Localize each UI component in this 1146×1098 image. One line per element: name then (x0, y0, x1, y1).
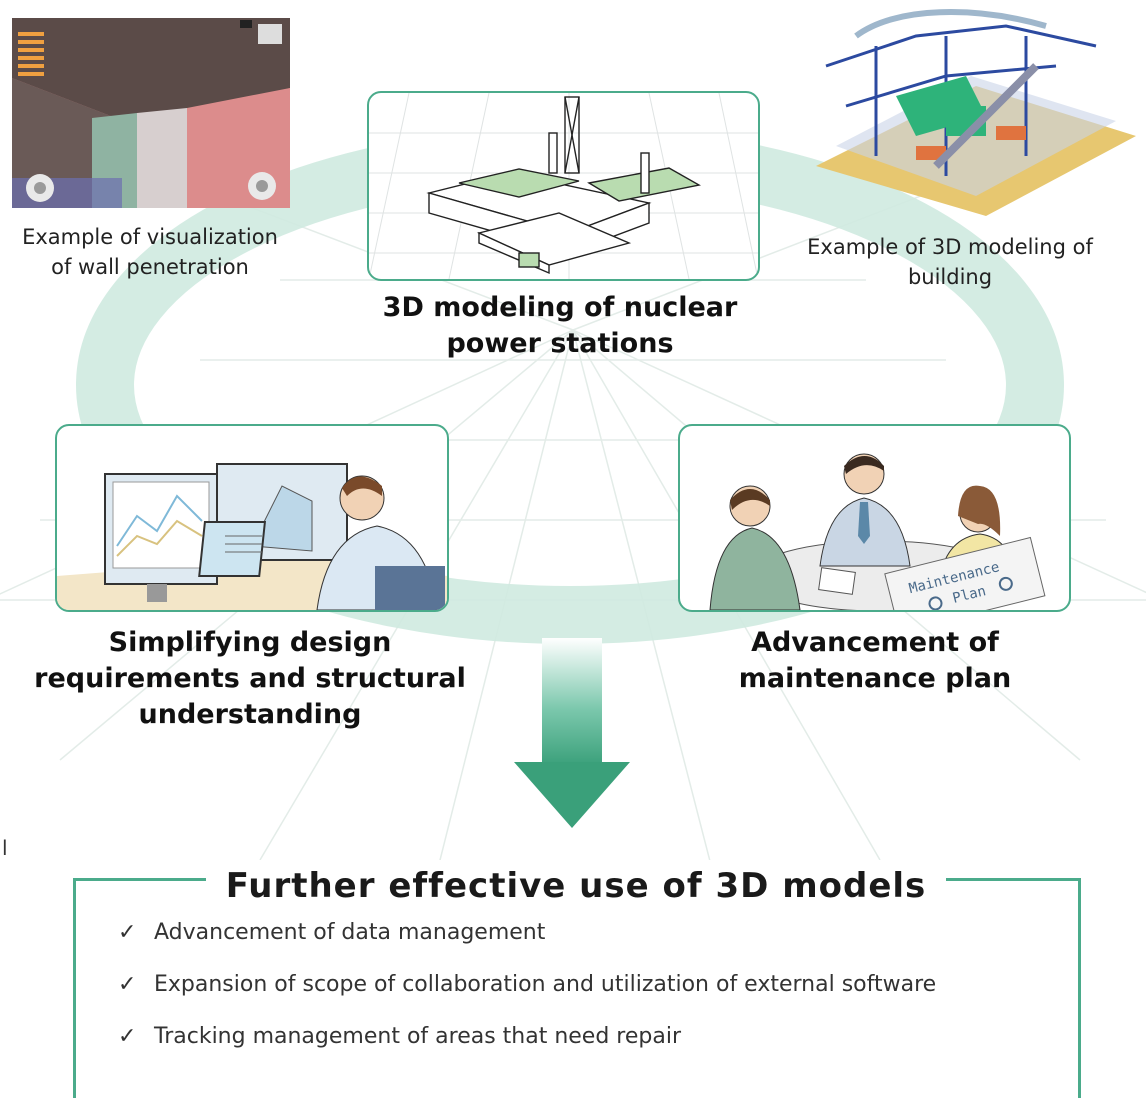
stray-text: l (2, 836, 8, 860)
design-title: Simplifying design requirements and stru… (20, 625, 480, 733)
nuclear-station-panel (367, 91, 760, 281)
result-bullet: ✓ Tracking management of areas that need … (118, 1022, 681, 1052)
check-icon: ✓ (118, 920, 137, 945)
design-panel (55, 424, 449, 612)
check-icon: ✓ (118, 1024, 137, 1049)
building-model-image (796, 6, 1136, 216)
maintenance-panel: Maintenance Plan (678, 424, 1071, 612)
building-model-caption: Example of 3D modeling of building (772, 232, 1128, 292)
caption-line: Example of visualization (22, 225, 278, 249)
maintenance-title: Advancement of maintenance plan (660, 625, 1090, 697)
result-bullet: ✓ Expansion of scope of collaboration and… (118, 970, 936, 1000)
bullet-text: Advancement of data management (154, 920, 546, 945)
wall-penetration-image (12, 18, 290, 208)
plan-sheet-subtitle: Plan (951, 583, 988, 607)
title-line: understanding (138, 699, 362, 730)
title-line: 3D modeling of nuclear (382, 292, 738, 323)
nuclear-station-title: 3D modeling of nuclear power stations (350, 290, 770, 362)
title-line: requirements and structural (34, 663, 466, 694)
title-line: Simplifying design (108, 627, 392, 658)
gear-icon (928, 596, 943, 610)
down-arrow-icon (514, 638, 630, 828)
caption-line: of wall penetration (51, 255, 249, 279)
gear-icon (998, 576, 1013, 591)
result-bullet: ✓ Advancement of data management (118, 918, 545, 948)
caption-line: building (907, 265, 993, 289)
title-line: Advancement of (751, 627, 999, 658)
title-line: maintenance plan (738, 663, 1012, 694)
bullet-text: Expansion of scope of collaboration and … (154, 972, 937, 997)
plan-sheet: Maintenance Plan (884, 536, 1046, 610)
caption-line: Example of 3D modeling of (807, 235, 1093, 259)
check-icon: ✓ (118, 972, 137, 997)
wall-penetration-caption: Example of visualization of wall penetra… (0, 222, 300, 282)
title-line: power stations (446, 328, 674, 359)
result-title: Further effective use of 3D models (206, 860, 946, 912)
bullet-text: Tracking management of areas that need r… (154, 1024, 682, 1049)
